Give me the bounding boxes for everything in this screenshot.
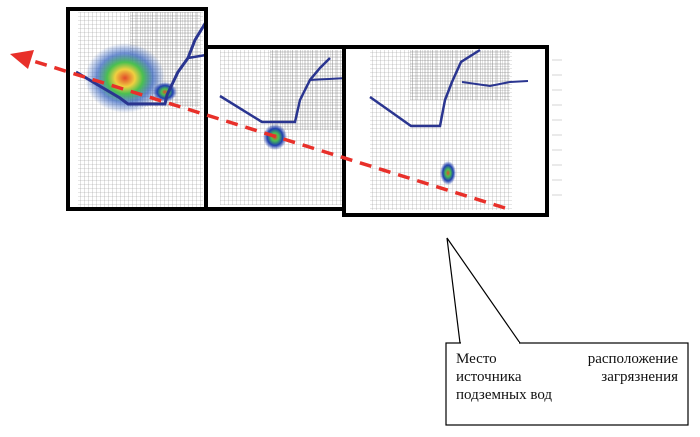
callout-line-2: источника загрязнения bbox=[456, 369, 678, 385]
model-snapshot-3 bbox=[342, 45, 562, 217]
callout-label: Место расположение источника загрязнения… bbox=[446, 344, 688, 420]
arrowhead-icon bbox=[10, 50, 34, 69]
flow-direction-arrow bbox=[10, 50, 506, 210]
channel-line bbox=[219, 57, 331, 124]
channel-line bbox=[75, 21, 208, 106]
model-snapshot-1 bbox=[66, 7, 208, 211]
callout-pointer bbox=[445, 237, 689, 426]
channel-line bbox=[369, 48, 481, 128]
callout-line-3: подземных вод bbox=[456, 387, 553, 403]
model-snapshot-2 bbox=[204, 45, 352, 211]
callout-line-1: Место расположение bbox=[456, 351, 678, 367]
